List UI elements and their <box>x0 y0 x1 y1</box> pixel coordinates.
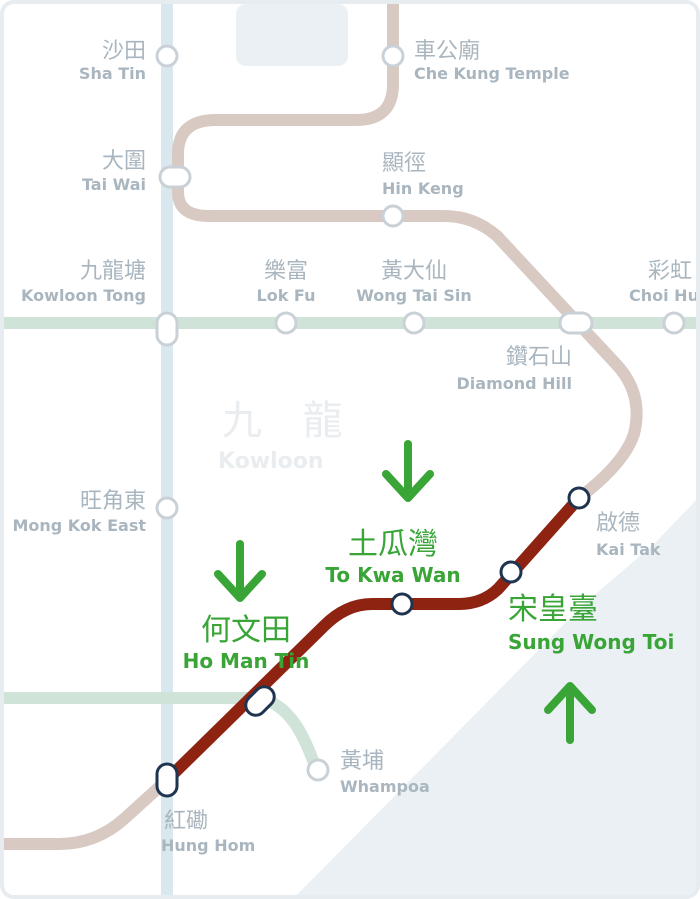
label-ho-man-tin-en: Ho Man Tin <box>183 649 310 673</box>
label-choi-hung-en: Choi Hu <box>629 286 699 305</box>
label-to-kwa-wan-en: To Kwa Wan <box>325 563 460 587</box>
label-kowloon-tong-en: Kowloon Tong <box>21 286 146 305</box>
label-mong-kok-east-zh: 旺角東 <box>80 489 146 514</box>
district-label-en: Kowloon <box>218 449 324 474</box>
label-sha-tin-en: Sha Tin <box>79 64 146 83</box>
arrow-down-icon-ho-man-tin <box>218 544 262 598</box>
station-marker-ho-man-tin[interactable] <box>242 683 279 720</box>
label-lok-fu-en: Lok Fu <box>257 286 316 305</box>
tuen-ma-line-faded-south <box>4 775 172 850</box>
station-marker-sha-tin[interactable] <box>155 44 179 68</box>
label-kai-tak-zh: 啟德 <box>596 511 640 536</box>
label-wong-tai-sin-en: Wong Tai Sin <box>356 286 472 305</box>
station-marker-to-kwa-wan[interactable] <box>390 592 414 616</box>
label-tai-wai-zh: 大圍 <box>102 149 146 174</box>
station-marker-tai-wai[interactable] <box>158 165 192 189</box>
station-marker-kai-tak[interactable] <box>567 486 591 510</box>
label-sung-wong-toi-zh: 宋皇臺 <box>508 592 598 627</box>
station-marker-diamond-hill[interactable] <box>558 311 594 335</box>
label-whampoa-zh: 黃埔 <box>340 749 384 774</box>
station-marker-wong-tai-sin[interactable] <box>402 311 426 335</box>
label-ho-man-tin-zh: 何文田 <box>201 613 291 648</box>
label-choi-hung-zh: 彩虹 <box>648 259 692 284</box>
label-hin-keng-zh: 顯徑 <box>382 151 426 176</box>
label-wong-tai-sin-zh: 黃大仙 <box>381 259 447 284</box>
label-diamond-hill-zh: 鑽石山 <box>506 345 572 370</box>
label-lok-fu-zh: 樂富 <box>264 259 308 284</box>
station-marker-hung-hom[interactable] <box>155 762 179 798</box>
station-marker-sung-wong-toi[interactable] <box>499 560 523 584</box>
station-marker-whampoa[interactable] <box>306 758 330 782</box>
map-canvas: 九 龍 Kowloon 沙田 Sha Tin 車公廟 Che Kung Temp… <box>4 4 699 895</box>
label-sha-tin-zh: 沙田 <box>102 39 146 64</box>
station-marker-hin-keng[interactable] <box>381 204 405 228</box>
label-tai-wai-en: Tai Wai <box>82 175 146 194</box>
label-kai-tak-en: Kai Tak <box>596 540 661 559</box>
station-marker-kowloon-tong[interactable] <box>155 311 179 347</box>
label-sung-wong-toi-en: Sung Wong Toi <box>508 630 674 654</box>
label-diamond-hill-en: Diamond Hill <box>457 374 572 393</box>
tuen-ma-line-active <box>162 494 584 785</box>
label-hung-hom-en: Hung Hom <box>161 836 255 855</box>
station-marker-choi-hung[interactable] <box>662 311 686 335</box>
label-che-kung-temple-en: Che Kung Temple <box>414 64 570 83</box>
arrow-down-icon-to-kwa-wan <box>386 444 430 498</box>
station-marker-lok-fu[interactable] <box>274 311 298 335</box>
station-marker-mong-kok-east[interactable] <box>155 496 179 520</box>
district-label-zh: 九 龍 <box>222 398 357 444</box>
top-water-block <box>236 4 348 66</box>
label-whampoa-en: Whampoa <box>340 777 430 796</box>
label-mong-kok-east-en: Mong Kok East <box>12 516 146 535</box>
tuen-ma-line-faded <box>172 4 643 504</box>
station-marker-che-kung-temple[interactable] <box>381 44 405 68</box>
label-che-kung-temple-zh: 車公廟 <box>414 39 480 64</box>
label-hin-keng-en: Hin Keng <box>382 179 464 198</box>
label-kowloon-tong-zh: 九龍塘 <box>80 259 146 284</box>
label-to-kwa-wan-zh: 土瓜灣 <box>348 527 438 562</box>
harbour-water <box>296 500 696 895</box>
label-hung-hom-zh: 紅磡 <box>164 809 208 834</box>
